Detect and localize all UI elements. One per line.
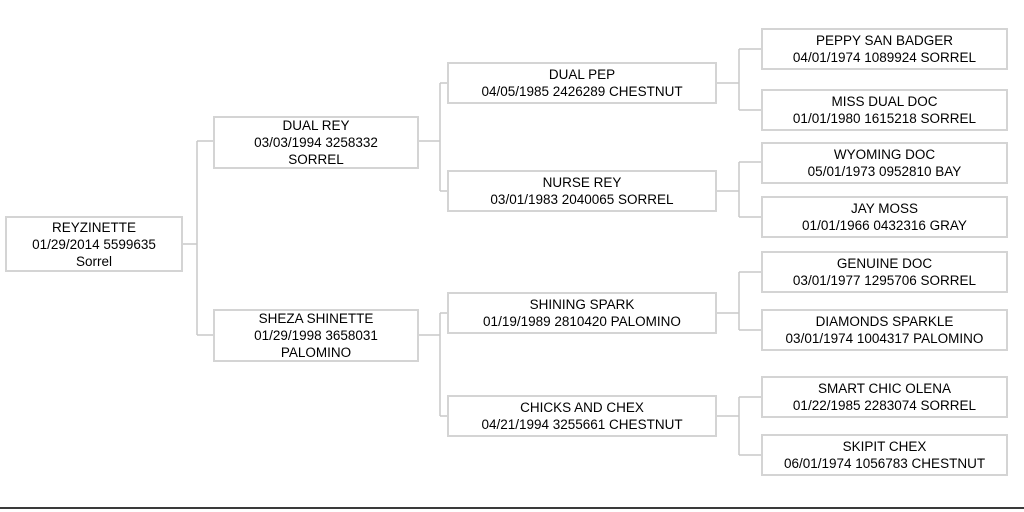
sire-dam-box: NURSE REY 03/01/1983 2040065 SORREL (447, 170, 717, 212)
sire-dam-info: 03/01/1983 2040065 SORREL (490, 192, 674, 207)
great-grandparent-name: JAY MOSS (850, 201, 919, 216)
sire-color: SORREL (288, 152, 344, 167)
dam-dam-info: 04/21/1994 3255661 CHESTNUT (481, 417, 683, 432)
great-grandparent-info: 05/01/1973 0952810 BAY (807, 164, 962, 179)
great-grandparent-info: 01/01/1980 1615218 SORREL (792, 111, 977, 126)
dam-name: SHEZA SHINETTE (258, 311, 374, 326)
footer-divider (0, 507, 1024, 509)
subject-name: REYZINETTE (51, 219, 136, 235)
dam-dam-box: CHICKS AND CHEX 04/21/1994 3255661 CHEST… (447, 395, 717, 437)
sire-sire-box: DUAL PEP 04/05/1985 2426289 CHESTNUT (447, 62, 717, 104)
subject-horse-box: REYZINETTE 01/29/2014 5599635 Sorrel (5, 216, 183, 272)
dam-dam-name: CHICKS AND CHEX (520, 400, 644, 415)
dam-box: SHEZA SHINETTE 01/29/1998 3658031 PALOMI… (213, 309, 419, 362)
great-grandparent-name: DIAMONDS SPARKLE (815, 314, 954, 329)
great-grandparent-box: GENUINE DOC 03/01/1977 1295706 SORREL (761, 251, 1008, 293)
subject-color: Sorrel (75, 253, 112, 269)
great-grandparent-info: 04/01/1974 1089924 SORREL (792, 50, 977, 65)
great-grandparent-box: JAY MOSS 01/01/1966 0432316 GRAY (761, 196, 1008, 238)
great-grandparent-box: SKIPIT CHEX 06/01/1974 1056783 CHESTNUT (761, 434, 1008, 476)
sire-name: DUAL REY (282, 118, 350, 133)
great-grandparent-box: SMART CHIC OLENA 01/22/1985 2283074 SORR… (761, 376, 1008, 418)
great-grandparent-name: WYOMING DOC (833, 147, 936, 162)
dam-sire-info: 01/19/1989 2810420 PALOMINO (483, 314, 681, 329)
dam-color: PALOMINO (280, 345, 352, 360)
sire-sire-info: 04/05/1985 2426289 CHESTNUT (481, 84, 683, 99)
great-grandparent-name: PEPPY SAN BADGER (815, 33, 954, 48)
great-grandparent-info: 03/01/1974 1004317 PALOMINO (785, 331, 984, 346)
dam-info: 01/29/1998 3658031 (254, 328, 378, 343)
subject-info: 01/29/2014 5599635 (32, 236, 156, 252)
great-grandparent-box: DIAMONDS SPARKLE 03/01/1974 1004317 PALO… (761, 309, 1008, 351)
great-grandparent-info: 01/22/1985 2283074 SORREL (792, 398, 977, 413)
great-grandparent-box: WYOMING DOC 05/01/1973 0952810 BAY (761, 142, 1008, 184)
great-grandparent-info: 03/01/1977 1295706 SORREL (792, 273, 977, 288)
great-grandparent-box: MISS DUAL DOC 01/01/1980 1615218 SORREL (761, 89, 1008, 131)
great-grandparent-name: SKIPIT CHEX (842, 439, 927, 454)
great-grandparent-name: MISS DUAL DOC (831, 94, 938, 109)
great-grandparent-name: SMART CHIC OLENA (817, 381, 952, 396)
sire-box: DUAL REY 03/03/1994 3258332 SORREL (213, 116, 419, 169)
dam-sire-box: SHINING SPARK 01/19/1989 2810420 PALOMIN… (447, 292, 717, 334)
great-grandparent-name: GENUINE DOC (836, 256, 933, 271)
sire-info: 03/03/1994 3258332 (254, 135, 378, 150)
sire-dam-name: NURSE REY (542, 175, 622, 190)
great-grandparent-info: 06/01/1974 1056783 CHESTNUT (783, 456, 986, 471)
great-grandparent-box: PEPPY SAN BADGER 04/01/1974 1089924 SORR… (761, 28, 1008, 70)
dam-sire-name: SHINING SPARK (529, 297, 635, 312)
great-grandparent-info: 01/01/1966 0432316 GRAY (802, 218, 967, 233)
sire-sire-name: DUAL PEP (548, 67, 616, 82)
